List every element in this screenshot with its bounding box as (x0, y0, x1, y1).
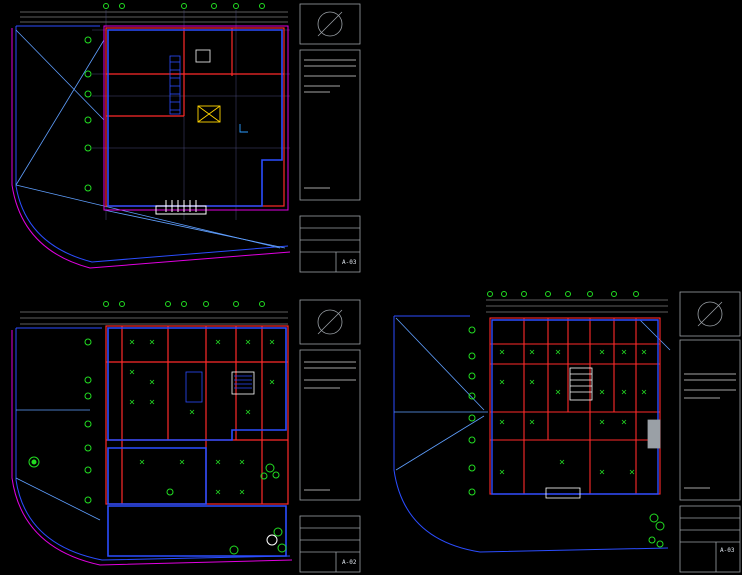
site-cross-lines (15, 409, 101, 521)
stair-core (185, 371, 255, 403)
grid-axis-bubbles-top (487, 291, 639, 297)
site-cross-lines (15, 29, 286, 249)
site-boundary (11, 327, 293, 566)
north-arrow-icon (697, 301, 723, 327)
north-arrow-icon (317, 309, 343, 335)
grid-axis-bubbles-left (84, 36, 92, 192)
elevator-shaft (195, 49, 221, 123)
title-block-bottom-left (299, 299, 361, 573)
title-block-top-left (299, 3, 361, 273)
site-boundary (393, 315, 669, 553)
gridlines (92, 10, 290, 220)
north-arrow-icon (317, 11, 343, 37)
site-boundary (11, 25, 291, 269)
building-outline-blue (107, 327, 287, 557)
dimension-line-top (20, 311, 288, 325)
entrance-steps (155, 200, 207, 215)
building-walls-red (105, 325, 289, 505)
sheet-number-label: A-03 (720, 547, 735, 554)
building-walls-red (489, 317, 661, 495)
dimension-line-top (486, 299, 668, 313)
dimension-line-top (20, 11, 288, 23)
site-cross-lines (394, 317, 671, 471)
landscape-trees (28, 456, 287, 555)
grid-axis-bubbles-left (84, 338, 92, 504)
grid-axis-bubbles-top (103, 301, 265, 307)
sheet-number-label: A-03 (342, 259, 357, 266)
outer-edge-magenta (103, 25, 289, 211)
door-swing (239, 124, 248, 133)
sheet-top-left (11, 3, 291, 269)
grid-axis-bubbles-top (103, 3, 265, 9)
sheet-bottom-left (11, 301, 293, 566)
landscape-trees (648, 513, 665, 548)
stair-core (169, 55, 181, 115)
grid-axis-bubbles-left (468, 326, 476, 496)
sheet-bottom-right (393, 291, 671, 553)
building-outline-blue (491, 319, 659, 495)
light-fixtures (499, 349, 647, 475)
building-walls-red (105, 27, 285, 207)
sheet-number-label: A-02 (342, 559, 357, 566)
light-fixtures (129, 339, 275, 495)
stair-core (545, 367, 661, 499)
title-block-bottom-right (679, 291, 741, 573)
building-outline-blue (107, 29, 283, 207)
